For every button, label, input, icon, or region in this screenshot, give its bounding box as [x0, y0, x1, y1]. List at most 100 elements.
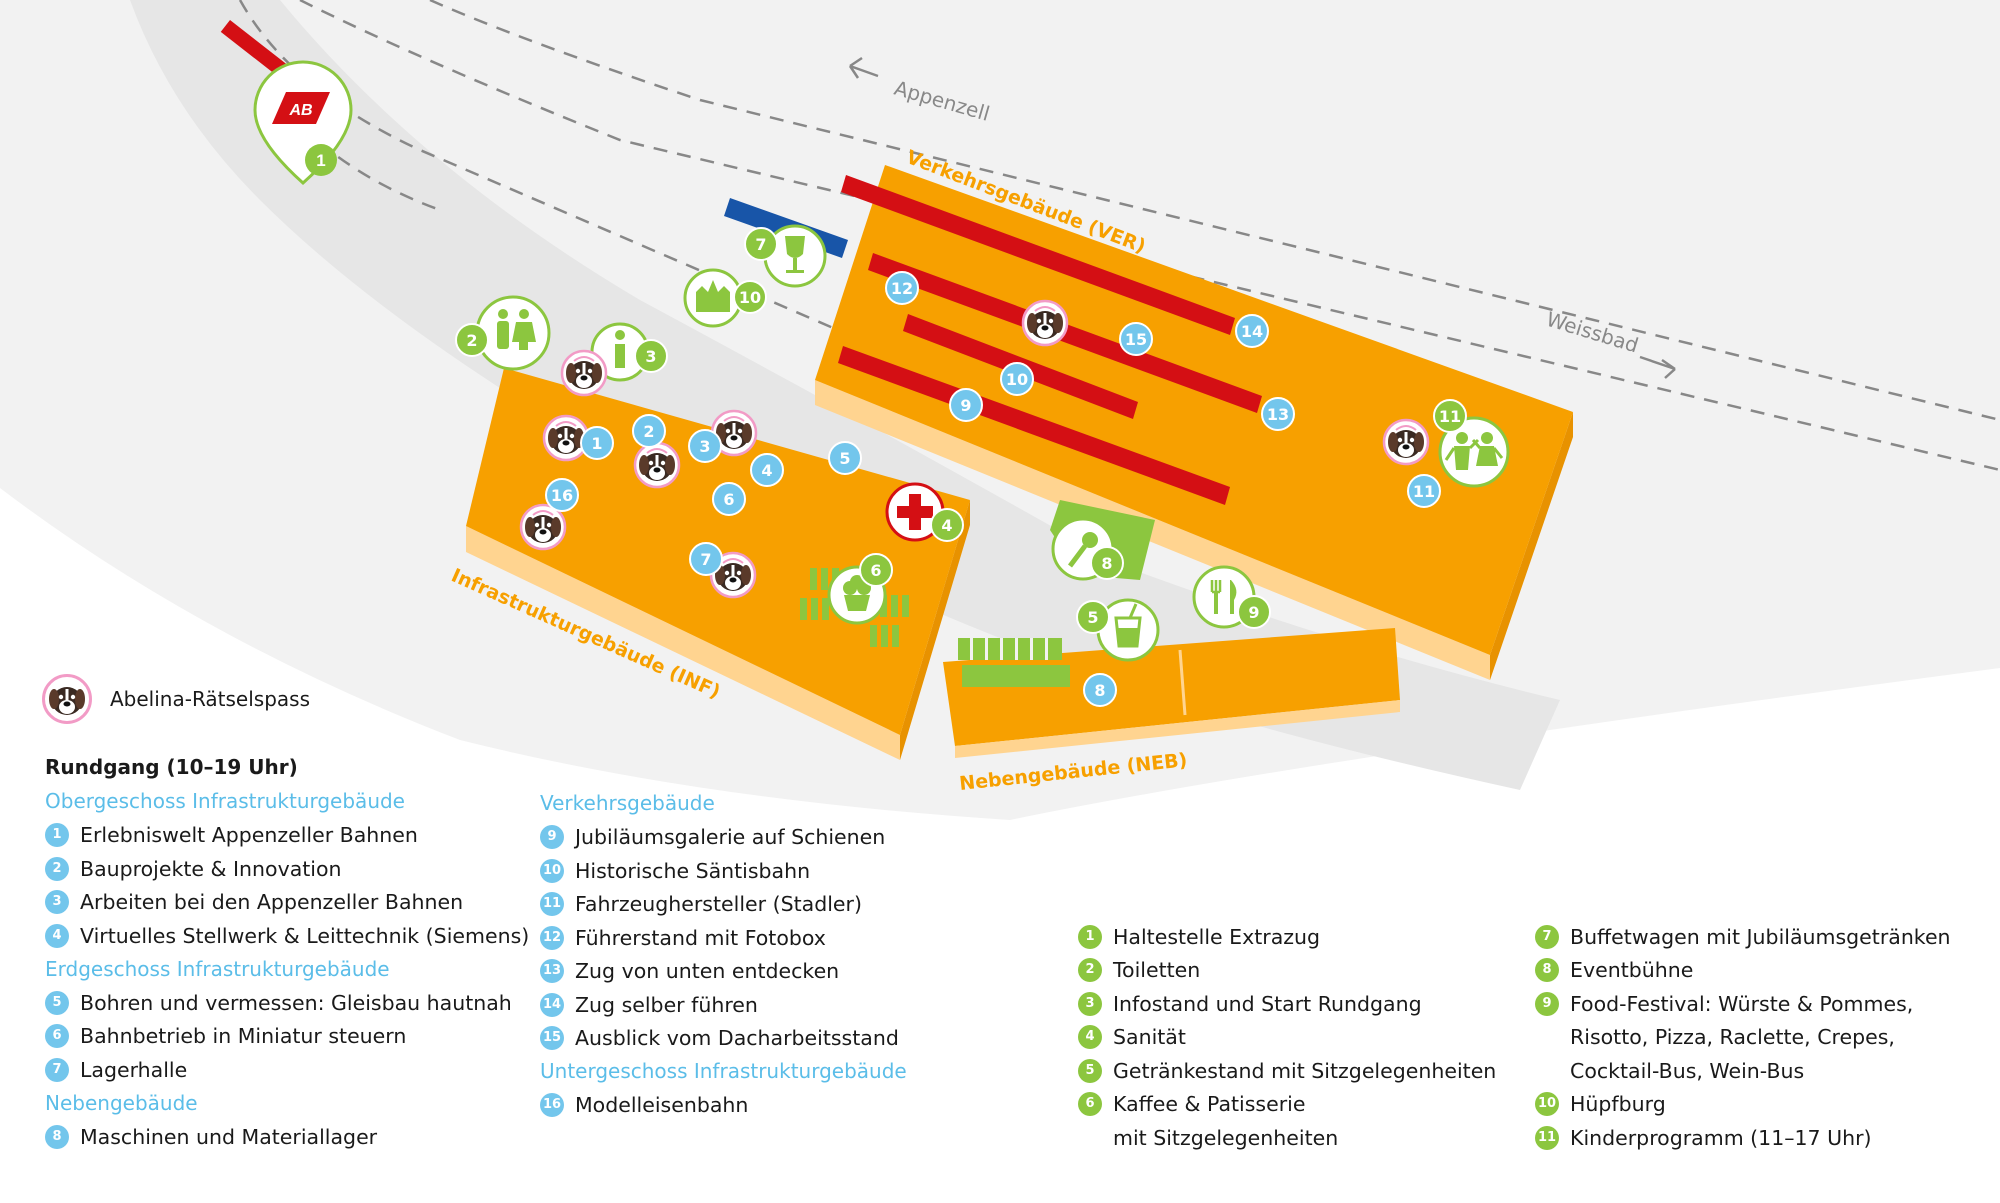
- legend-item: Risotto, Pizza, Raclette, Crepes,: [1535, 1021, 1951, 1055]
- legend-number-badge: 7: [1535, 924, 1559, 949]
- tour-legend: Rundgang (10–19 Uhr) Obergeschoss Infras…: [45, 755, 529, 1154]
- tour-marker-2[interactable]: 2: [632, 414, 666, 448]
- tour-marker-12[interactable]: 12: [885, 271, 919, 305]
- legend-item: mit Sitzgelegenheiten: [1078, 1121, 1496, 1155]
- tour-marker-label: 9: [960, 396, 971, 415]
- legend-number-badge: 2: [45, 856, 69, 881]
- facility-marker-5[interactable]: 5: [1076, 600, 1110, 634]
- tour-marker-label: 14: [1241, 322, 1263, 341]
- tour-marker-4[interactable]: 4: [750, 453, 784, 487]
- legend-number-badge: 10: [1535, 1092, 1559, 1117]
- pass-label: Abelina-Rätselspass: [110, 687, 310, 711]
- legend-item-label: Buffetwagen mit Jubiläumsgetränken: [1570, 924, 1951, 949]
- tour-marker-15[interactable]: 15: [1119, 322, 1153, 356]
- legend-item-label: Toiletten: [1113, 958, 1201, 983]
- legend-item-label: Haltestelle Extrazug: [1113, 924, 1321, 949]
- legend-item-label: Zug selber führen: [575, 992, 758, 1017]
- legend-heading: Untergeschoss Infrastrukturgebäude: [540, 1059, 907, 1083]
- facility-marker-3[interactable]: 3: [634, 339, 668, 373]
- tour-marker-5[interactable]: 5: [828, 441, 862, 475]
- seating-neb: [958, 638, 1070, 687]
- facility-marker-1: 1: [316, 151, 325, 170]
- tour-marker-13[interactable]: 13: [1261, 397, 1295, 431]
- tour-marker-16[interactable]: 16: [545, 478, 579, 512]
- tour-marker-9[interactable]: 9: [949, 388, 983, 422]
- legend-item-label: Erlebniswelt Appenzeller Bahnen: [80, 823, 418, 848]
- legend-item: 4 Virtuelles Stellwerk & Leittechnik (Sie…: [45, 919, 529, 953]
- tour-marker-label: 13: [1267, 405, 1289, 424]
- facility-marker-4[interactable]: 4: [930, 508, 964, 542]
- legend-item-label: Führerstand mit Fotobox: [575, 925, 826, 950]
- legend-item: 1 Haltestelle Extrazug: [1078, 920, 1496, 954]
- tour-marker-label: 8: [1094, 681, 1105, 700]
- legend-item: 7 Buffetwagen mit Jubiläumsgetränken: [1535, 920, 1951, 954]
- tour-marker-label: 15: [1125, 330, 1147, 349]
- legend-item: 8 Maschinen und Materiallager: [45, 1120, 529, 1154]
- facility-marker-11[interactable]: 11: [1433, 399, 1467, 433]
- tour-marker-7[interactable]: 7: [689, 542, 723, 576]
- tour-marker-3[interactable]: 3: [688, 429, 722, 463]
- legend-item-label: mit Sitzgelegenheiten: [1113, 1125, 1339, 1150]
- legend-number-badge: 9: [1535, 991, 1559, 1016]
- facility-marker-8[interactable]: 8: [1090, 546, 1124, 580]
- tour-marker-label: 16: [551, 486, 573, 505]
- facility-marker-6[interactable]: 6: [859, 553, 893, 587]
- facility-marker-10[interactable]: 10: [733, 280, 767, 314]
- legend-number-badge: 10: [540, 858, 564, 883]
- legend-item-label: Jubiläumsgalerie auf Schienen: [575, 825, 886, 850]
- legend-number-badge: 4: [45, 923, 69, 948]
- legend-number-badge: 1: [1078, 924, 1102, 949]
- tour-marker-6[interactable]: 6: [712, 482, 746, 516]
- tour-marker-label: 10: [1006, 370, 1028, 389]
- tour-marker-8[interactable]: 8: [1083, 673, 1117, 707]
- legend-item-label: Kaffee & Patisserie: [1113, 1092, 1306, 1117]
- facility-marker-label: 2: [466, 331, 477, 350]
- legend-item-label: Risotto, Pizza, Raclette, Crepes,: [1570, 1025, 1895, 1050]
- legend-number-badge: 3: [1078, 991, 1102, 1016]
- legend-number-badge: 3: [45, 890, 69, 915]
- facility-marker-9[interactable]: 9: [1237, 595, 1271, 629]
- legend-heading: Nebengebäude: [45, 1090, 198, 1115]
- legend-item-label: Getränkestand mit Sitzgelegenheiten: [1113, 1058, 1497, 1083]
- sanitaet-icon: [885, 482, 945, 542]
- legend-number-badge: 14: [540, 992, 564, 1017]
- legend-item-label: Modelleisenbahn: [575, 1093, 749, 1118]
- kids-program-icon: [1438, 416, 1510, 488]
- legend-item-label: Historische Säntisbahn: [575, 858, 811, 883]
- station-marker[interactable]: AB 1: [220, 20, 353, 186]
- legend-number-badge: 13: [540, 959, 564, 984]
- tour-marker-1[interactable]: 1: [580, 426, 614, 460]
- legend-item-label: Infostand und Start Rundgang: [1113, 991, 1422, 1016]
- tour-marker-label: 2: [643, 422, 654, 441]
- legend-item-label: Cocktail-Bus, Wein-Bus: [1570, 1058, 1805, 1083]
- tour-marker-14[interactable]: 14: [1235, 314, 1269, 348]
- tour-marker-11[interactable]: 11: [1407, 474, 1441, 508]
- tour-marker-label: 12: [891, 279, 913, 298]
- facility-marker-2[interactable]: 2: [455, 323, 489, 357]
- tour-marker-10[interactable]: 10: [1000, 362, 1034, 396]
- facility-marker-7[interactable]: 7: [744, 227, 778, 261]
- legend-item-label: Maschinen und Materiallager: [80, 1124, 378, 1149]
- legend-number-badge: 8: [45, 1124, 69, 1149]
- facility-marker-label: 7: [755, 235, 766, 254]
- legend-item-label: Ausblick vom Dacharbeitsstand: [575, 1026, 899, 1051]
- legend-item-label: Virtuelles Stellwerk & Leittechnik (Siem…: [80, 923, 530, 948]
- legend-heading: Erdgeschoss Infrastrukturgebäude: [45, 956, 390, 981]
